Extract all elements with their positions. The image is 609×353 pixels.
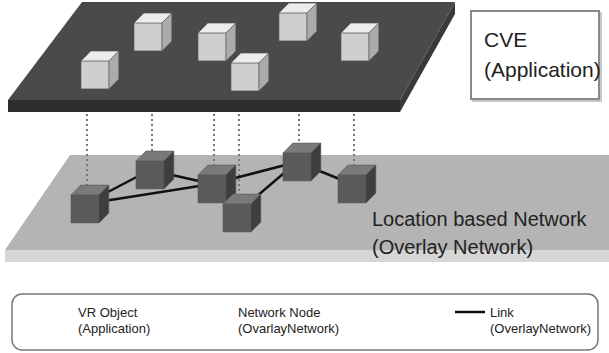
cubes (26, 3, 379, 338)
network-node-cube (338, 175, 366, 203)
mapping-line (353, 114, 355, 166)
legend-text: Link (OverlayNetwork) (490, 305, 596, 337)
vr-object-cube (134, 23, 162, 51)
legend-link-sample (455, 311, 485, 314)
cve-plane-side (400, 2, 455, 112)
vr-object-cube (162, 13, 172, 51)
network-node-cube (71, 195, 99, 223)
plane-label: Location based Network (Overlay Network) (372, 205, 602, 261)
vr-object-cube (341, 33, 369, 61)
vr-object-cube (231, 63, 259, 91)
vr-object-cube (307, 3, 317, 41)
network-node-cube (251, 194, 261, 232)
mapping-line (298, 114, 300, 144)
network-node-cube (283, 153, 311, 181)
vr-object-cube (198, 33, 226, 61)
legend-text: Network Node (OvarlayNetwork) (238, 305, 356, 337)
network-node-cube (223, 204, 251, 232)
cve-plane (8, 2, 455, 100)
mapping-line (86, 114, 88, 186)
legend-frame (12, 294, 598, 350)
network-node-cube (311, 143, 321, 181)
network-node-cube (99, 185, 109, 223)
vr-object-cube (81, 61, 109, 89)
vr-object-cube (279, 13, 307, 41)
vr-object-cube (109, 51, 119, 89)
network-node-cube (198, 175, 226, 203)
legend-text: VR Object (Application) (78, 305, 178, 337)
mapping-line (213, 114, 215, 166)
network-node-cube (366, 165, 376, 203)
vr-object-cube (259, 53, 269, 91)
vr-object-cube (226, 23, 236, 61)
cve-box: CVE (Application) (470, 10, 600, 100)
network-node-cube (164, 151, 174, 189)
network-node-cube (136, 161, 164, 189)
node-text: CVE (Application) (484, 25, 601, 85)
vr-object-cube (369, 23, 379, 61)
mapping-line (238, 114, 240, 195)
cve-plane-edge (8, 100, 400, 112)
mapping-line (151, 114, 153, 152)
